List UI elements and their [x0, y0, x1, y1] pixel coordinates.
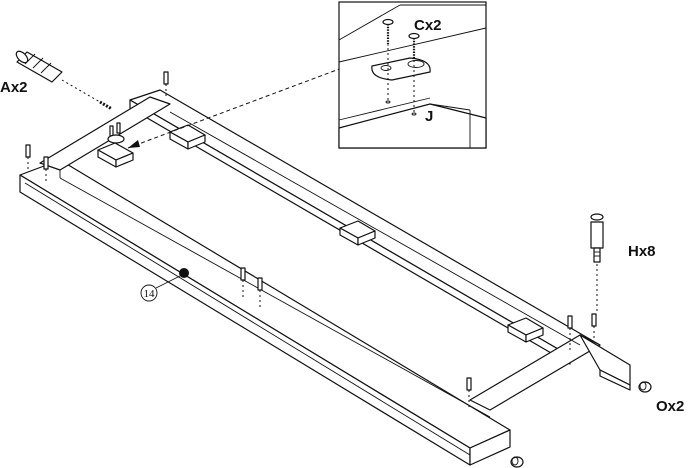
glide-icon [511, 457, 523, 467]
cam-bolt-icon [591, 214, 603, 312]
detail-inset: Cx2 J [339, 2, 486, 148]
support-block [98, 143, 133, 167]
front-rail [20, 160, 510, 465]
dowel-icon [14, 49, 112, 109]
bracket-label: J [425, 108, 433, 125]
part-number-label: 14 [144, 288, 156, 300]
cam-bolt-icon [592, 314, 596, 340]
glide-label: Ox2 [656, 398, 684, 415]
dowel-label: Ax2 [0, 79, 28, 96]
cam-bolt-label: Hx8 [628, 243, 656, 260]
screw-label: Cx2 [414, 17, 442, 34]
cam-bolt-icon [26, 145, 30, 172]
left-end-rail [40, 97, 170, 178]
glide-icon [639, 382, 651, 392]
